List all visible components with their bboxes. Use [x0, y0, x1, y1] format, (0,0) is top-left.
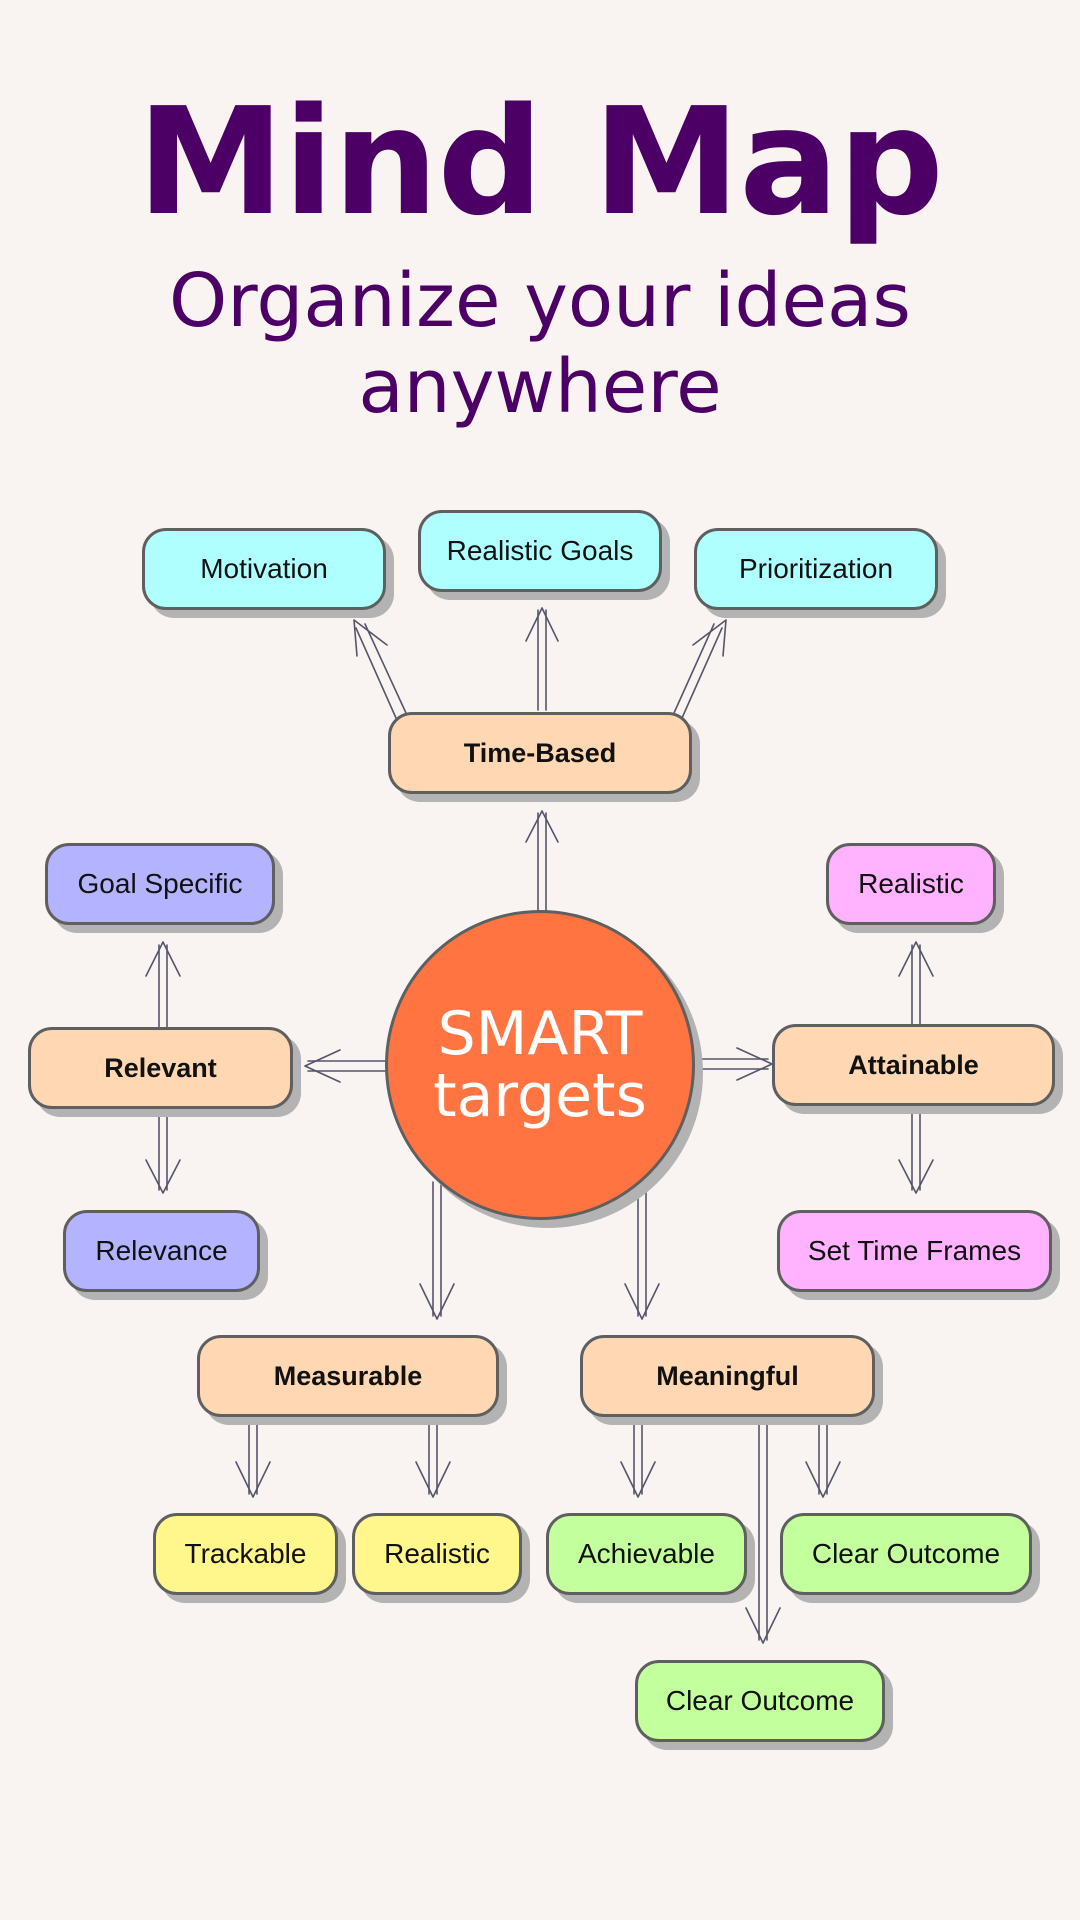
arrow-to-motivation — [353, 619, 407, 719]
leaf-trackable[interactable]: Trackable — [153, 1513, 338, 1595]
subtitle-line: anywhere — [358, 344, 722, 430]
leaf-realistic-attainable[interactable]: Realistic — [826, 843, 996, 925]
arrow-to-relevance — [145, 1107, 181, 1194]
leaf-motivation[interactable]: Motivation — [142, 528, 386, 610]
leaf-relevance[interactable]: Relevance — [63, 1210, 260, 1292]
arrow-to-attainable — [694, 1047, 773, 1081]
arrow-to-realistic-pink — [898, 941, 934, 1025]
arrow-to-trackable — [235, 1415, 271, 1498]
leaf-goal-specific[interactable]: Goal Specific — [45, 843, 275, 925]
arrow-to-time-based — [525, 810, 559, 911]
leaf-realistic-measurable[interactable]: Realistic — [352, 1513, 522, 1595]
arrow-to-realistic-yellow — [415, 1415, 451, 1498]
page-title: Mind Map — [137, 76, 944, 248]
arrow-to-measurable — [419, 1181, 455, 1320]
branch-time-based[interactable]: Time-Based — [388, 712, 692, 794]
leaf-set-time-frames[interactable]: Set Time Frames — [777, 1210, 1052, 1292]
leaf-clear-outcome-bottom[interactable]: Clear Outcome — [635, 1660, 885, 1742]
leaf-prioritization[interactable]: Prioritization — [694, 528, 938, 610]
page-subtitle: Organize your ideas anywhere — [0, 258, 1080, 430]
leaf-achievable[interactable]: Achievable — [546, 1513, 747, 1595]
arrow-to-clear-outcome-bottom — [745, 1415, 781, 1644]
central-node[interactable]: SMART targets — [385, 910, 695, 1220]
branch-measurable[interactable]: Measurable — [197, 1335, 499, 1417]
arrow-to-goal-specific — [145, 941, 181, 1029]
arrow-to-realistic-goals — [525, 607, 559, 711]
arrow-to-meaningful — [624, 1181, 660, 1320]
leaf-clear-outcome-right[interactable]: Clear Outcome — [780, 1513, 1032, 1595]
branch-attainable[interactable]: Attainable — [772, 1024, 1055, 1106]
branch-relevant[interactable]: Relevant — [28, 1027, 293, 1109]
central-node-line: SMART — [437, 999, 643, 1069]
arrow-to-relevant — [304, 1049, 386, 1083]
arrow-to-set-time-frames — [898, 1105, 934, 1194]
arrow-to-clear-outcome-right — [805, 1415, 841, 1498]
central-node-line: targets — [433, 1061, 647, 1131]
arrow-to-prioritization — [673, 619, 727, 719]
branch-meaningful[interactable]: Meaningful — [580, 1335, 875, 1417]
subtitle-line: Organize your ideas — [169, 258, 911, 344]
leaf-realistic-goals[interactable]: Realistic Goals — [418, 510, 662, 592]
arrow-to-achievable — [620, 1415, 656, 1498]
